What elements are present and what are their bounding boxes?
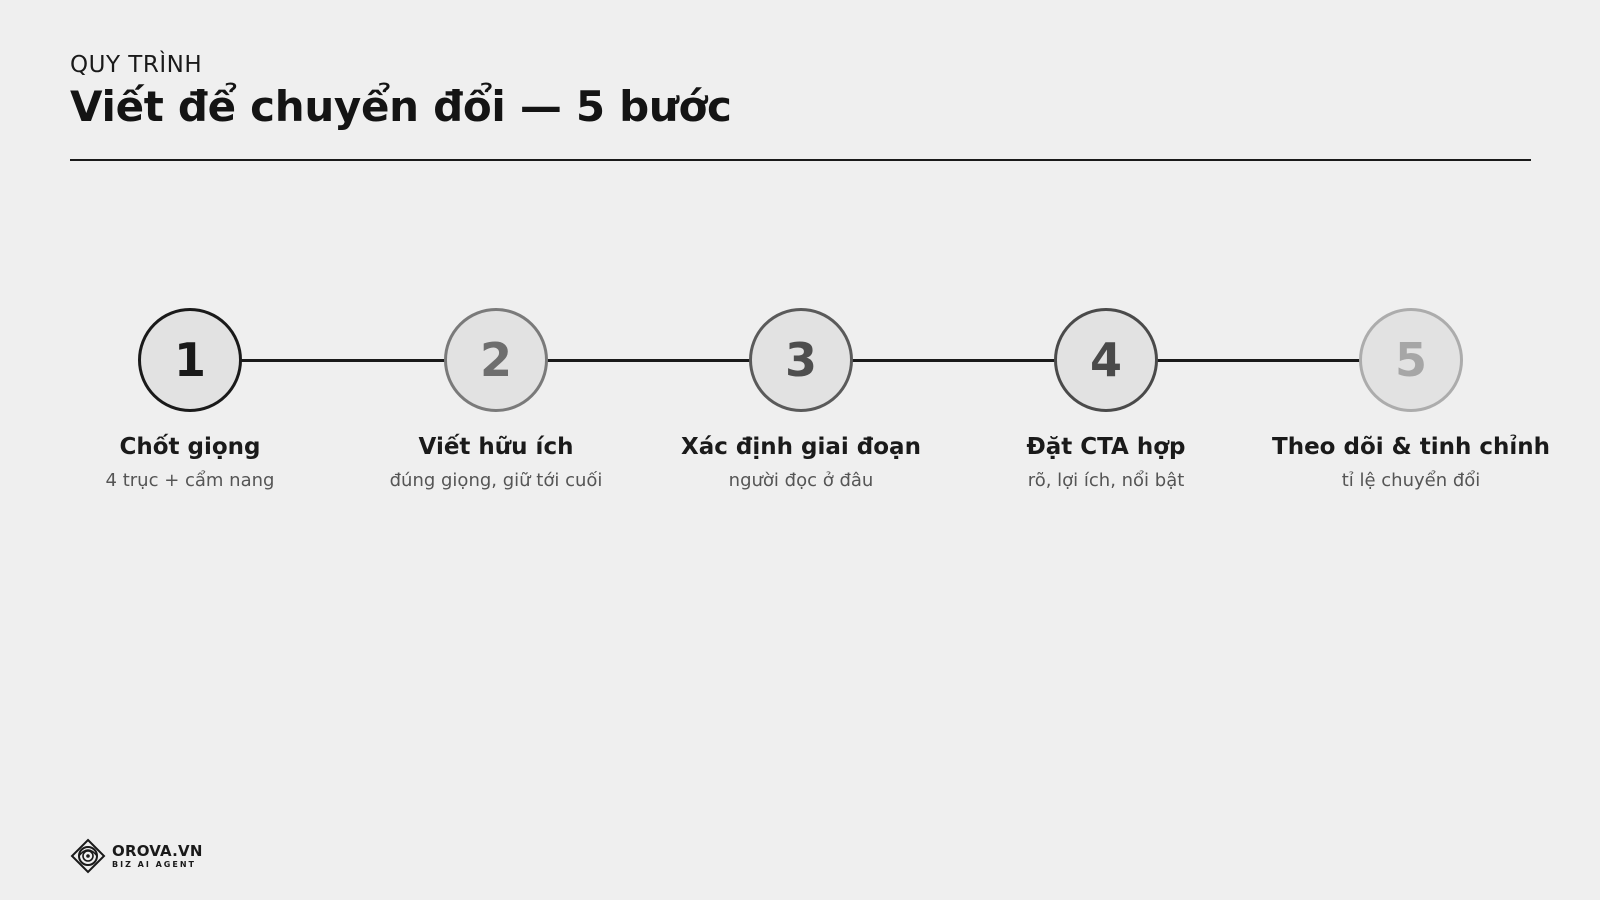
brand-tagline: BIZ AI AGENT <box>112 859 196 869</box>
step-title: Viết hữu ích <box>418 434 574 460</box>
step-title: Xác định giai đoạn <box>681 434 921 460</box>
page-title: Viết để chuyển đổi — 5 bước <box>70 82 732 131</box>
step-subtitle: tỉ lệ chuyển đổi <box>1341 470 1481 491</box>
step-subtitle: rõ, lợi ích, nổi bật <box>1027 470 1185 491</box>
step-number-circle: 2 <box>444 308 548 412</box>
step-number: 5 <box>1394 333 1427 387</box>
step-number: 1 <box>173 333 206 387</box>
connector-1-2 <box>240 359 446 362</box>
step-number: 3 <box>784 333 817 387</box>
step-number-circle: 3 <box>749 308 853 412</box>
title-divider <box>70 159 1531 161</box>
step-1: 1 Chốt giọng 4 trục + cẩm nang <box>50 308 330 491</box>
connector-3-4 <box>851 359 1056 362</box>
step-subtitle: đúng giọng, giữ tới cuối <box>389 470 603 491</box>
brand-name: OROVA.VN <box>112 841 203 860</box>
eyebrow-label: QUY TRÌNH <box>70 52 203 78</box>
step-number-circle: 5 <box>1359 308 1463 412</box>
connector-4-5 <box>1156 359 1361 362</box>
step-number-circle: 4 <box>1054 308 1158 412</box>
step-title: Theo dõi & tinh chỉnh <box>1272 434 1550 460</box>
step-subtitle: người đọc ở đâu <box>728 470 874 491</box>
connector-2-3 <box>546 359 751 362</box>
step-3: 3 Xác định giai đoạn người đọc ở đâu <box>661 308 941 491</box>
step-2: 2 Viết hữu ích đúng giọng, giữ tới cuối <box>356 308 636 491</box>
step-number: 4 <box>1089 333 1122 387</box>
step-subtitle: 4 trục + cẩm nang <box>105 470 275 491</box>
brand-logo: OROVA.VN BIZ AI AGENT <box>70 838 203 874</box>
step-title: Chốt giọng <box>119 434 261 460</box>
step-title: Đặt CTA hợp <box>1026 434 1186 460</box>
step-4: 4 Đặt CTA hợp rõ, lợi ích, nổi bật <box>966 308 1246 491</box>
step-number-circle: 1 <box>138 308 242 412</box>
step-number: 2 <box>479 333 512 387</box>
step-5: 5 Theo dõi & tinh chỉnh tỉ lệ chuyển đổi <box>1271 308 1551 491</box>
orova-logo-icon <box>70 838 106 874</box>
